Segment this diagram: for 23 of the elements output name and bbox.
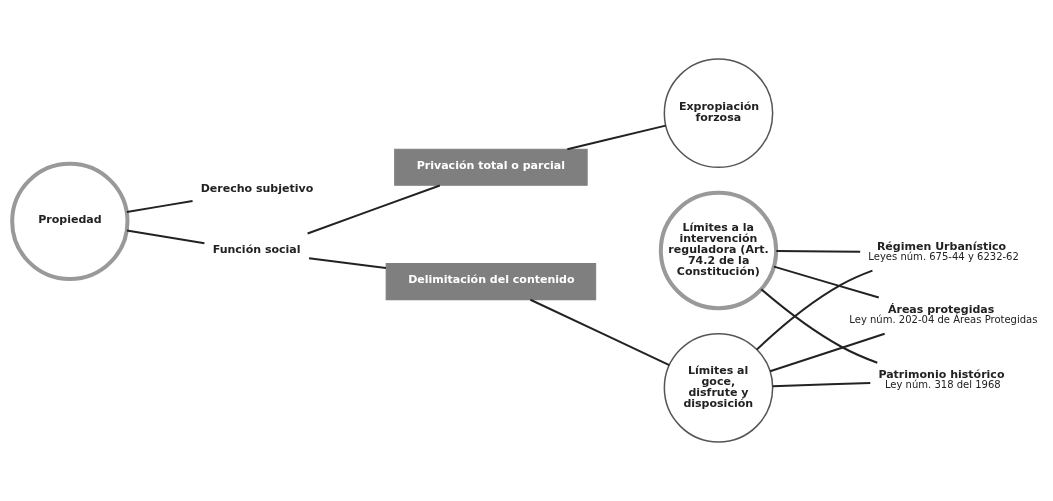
connector bbox=[307, 184, 441, 235]
node-text: Derecho subjetivo bbox=[200, 182, 314, 196]
node-circle: Propiedad bbox=[10, 161, 130, 282]
node-text: Patrimonio histórico Ley núm. 318 del 1968 bbox=[878, 368, 1005, 391]
node-circle: Límites al goce, disfrute y disposición bbox=[663, 332, 774, 443]
node-box: Privación total o parcial bbox=[394, 148, 588, 186]
connector bbox=[126, 229, 205, 245]
connector bbox=[308, 257, 387, 270]
connector bbox=[126, 199, 193, 213]
connector bbox=[567, 124, 666, 151]
connector bbox=[760, 288, 878, 364]
connector bbox=[769, 332, 885, 373]
node-circle: Límites a la intervención reguladora (Art. 74.2 de la Constitución) bbox=[658, 190, 779, 311]
node-text: Régimen Urbanístico Leyes núm. 675-44 y 6232-62 bbox=[868, 239, 1019, 263]
connector bbox=[773, 265, 880, 299]
connector bbox=[776, 250, 861, 253]
node-text: Función social bbox=[212, 243, 301, 257]
node-circle: Expropiación forzosa bbox=[663, 58, 774, 169]
node-text: Áreas protegidas Ley núm. 202-04 de Áreas Protegidas bbox=[849, 302, 1038, 326]
connector bbox=[772, 382, 871, 388]
node-box: Delimitación del contenido bbox=[385, 263, 597, 301]
connector bbox=[530, 298, 670, 367]
connector bbox=[756, 269, 873, 351]
